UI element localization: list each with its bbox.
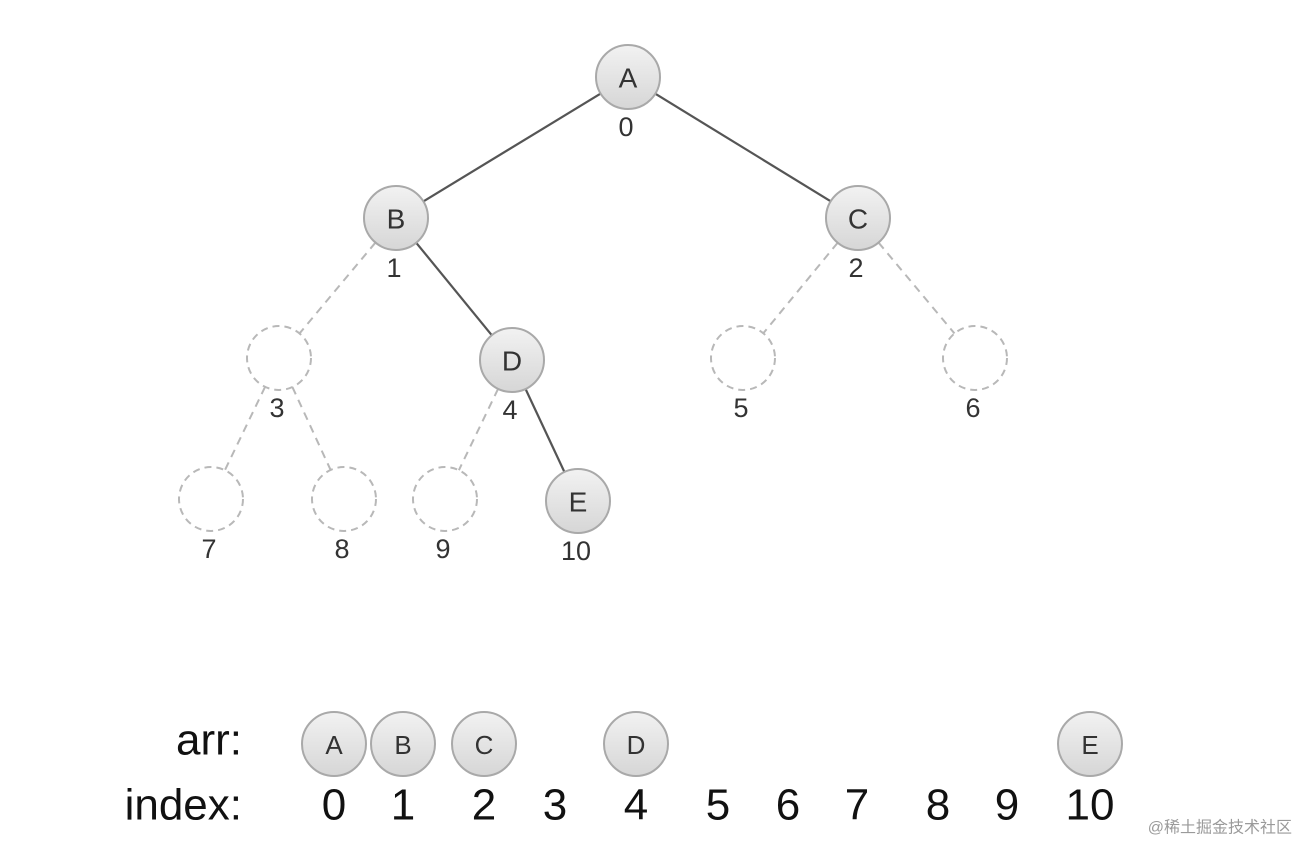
node-index-label: 2: [848, 253, 863, 283]
array-index-8: 8: [926, 781, 950, 830]
array-cell-circle: [603, 711, 669, 777]
index-row-label: index:: [125, 781, 242, 830]
node-circle: [479, 327, 545, 393]
array-cell-1: B: [370, 711, 436, 777]
array-index-0: 0: [322, 781, 346, 830]
tree-edges: [223, 92, 956, 473]
empty-node-circle: [178, 466, 244, 532]
empty-node-circle: [412, 466, 478, 532]
edge-3-8: [291, 386, 332, 471]
empty-node-circle: [710, 325, 776, 391]
array-cell-circle: [370, 711, 436, 777]
array-index-1: 1: [391, 781, 415, 830]
array-cell-value: C: [475, 730, 494, 760]
tree-node-7: 7: [178, 466, 244, 564]
node-index-label: 1: [386, 253, 401, 283]
array-cell-circle: [1057, 711, 1123, 777]
edge-3-7: [223, 386, 267, 471]
array-index-3: 3: [543, 781, 567, 830]
array-index-7: 7: [845, 781, 869, 830]
array-index-9: 9: [995, 781, 1019, 830]
array-cell-4: D: [603, 711, 669, 777]
array-cell-value: E: [1081, 730, 1098, 760]
array-cell-value: B: [394, 730, 411, 760]
tree-node-4: D4: [479, 327, 545, 425]
tree-node-8: 8: [311, 466, 377, 564]
array-cell-circle: [301, 711, 367, 777]
node-index-label: 4: [502, 395, 517, 425]
node-circle: [545, 468, 611, 534]
tree-node-10: E 10: [545, 468, 611, 566]
array-cell-10: E: [1057, 711, 1123, 777]
node-index-label: 9: [435, 534, 450, 564]
array-cell-0: A: [301, 711, 367, 777]
tree-node-2: C2: [825, 185, 891, 283]
array-index-6: 6: [776, 781, 800, 830]
edge-0-2: [654, 92, 832, 203]
node-index-label: 8: [334, 534, 349, 564]
node-index-label: 6: [965, 393, 980, 423]
empty-node-circle: [246, 325, 312, 391]
tree-node-1: B1: [363, 185, 429, 283]
edge-2-5: [762, 242, 839, 334]
array-cell-value: A: [325, 730, 343, 760]
empty-node-circle: [311, 466, 377, 532]
node-circle: [595, 44, 661, 110]
node-index-label: 5: [733, 393, 748, 423]
tree-node-9: 9: [412, 466, 478, 564]
edge-4-10: [524, 388, 566, 473]
edge-1-3: [298, 241, 377, 335]
tree-node-3: 3: [246, 325, 312, 423]
node-index-label: 7: [201, 534, 216, 564]
edge-1-4: [415, 242, 493, 336]
node-letter: C: [848, 204, 868, 235]
array-index-4: 4: [624, 781, 648, 830]
tree-node-0: A0: [595, 44, 661, 142]
tree-node-5: 5: [710, 325, 776, 423]
node-letter: A: [619, 63, 638, 94]
node-circle: [825, 185, 891, 251]
array-cell-value: D: [627, 730, 646, 760]
array-index-5: 5: [706, 781, 730, 830]
array-cell-2: C: [451, 711, 517, 777]
node-letter: D: [502, 346, 522, 377]
node-letter: B: [387, 204, 406, 235]
node-index-label: 0: [618, 112, 633, 142]
node-circle: [363, 185, 429, 251]
watermark: @稀土掘金技术社区: [1148, 819, 1292, 837]
node-letter: E: [569, 487, 588, 518]
empty-node-circle: [942, 325, 1008, 391]
edge-4-9: [457, 388, 500, 471]
array-index-2: 2: [472, 781, 496, 830]
array-index-10: 10: [1066, 781, 1115, 830]
node-index-label: 3: [269, 393, 284, 423]
edge-0-1: [422, 92, 602, 203]
tree-node-6: 6: [942, 325, 1008, 423]
arr-row-label: arr:: [176, 716, 242, 765]
array-cell-circle: [451, 711, 517, 777]
node-index-label: 10: [561, 536, 591, 566]
edge-2-6: [877, 241, 956, 335]
